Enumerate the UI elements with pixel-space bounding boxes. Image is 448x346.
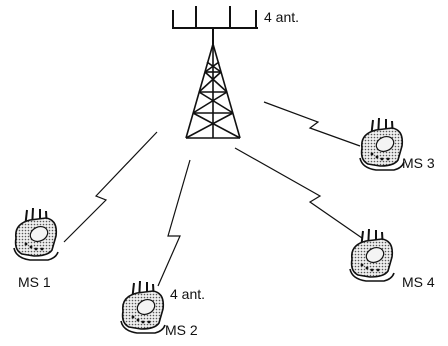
ms4-phone-icon xyxy=(349,228,395,282)
ms4-label: MS 4 xyxy=(402,274,435,290)
wireless-links xyxy=(63,101,363,287)
ms3-phone-icon xyxy=(359,117,405,171)
ms1-phone-icon xyxy=(13,207,59,261)
base-station-antenna-label: 4 ant. xyxy=(264,9,299,25)
ms1-label: MS 1 xyxy=(18,274,51,290)
ms3-label: MS 3 xyxy=(402,155,435,171)
ms2-antenna-label: 4 ant. xyxy=(170,286,205,302)
base-station-antenna-array xyxy=(172,6,258,44)
link-ms2 xyxy=(157,159,191,287)
link-ms3 xyxy=(263,101,361,147)
ms2-phone-icon xyxy=(120,280,166,334)
ms2-label: MS 2 xyxy=(165,322,198,338)
link-ms4 xyxy=(234,147,363,239)
link-ms1 xyxy=(63,131,158,243)
base-station-tower xyxy=(185,43,241,139)
